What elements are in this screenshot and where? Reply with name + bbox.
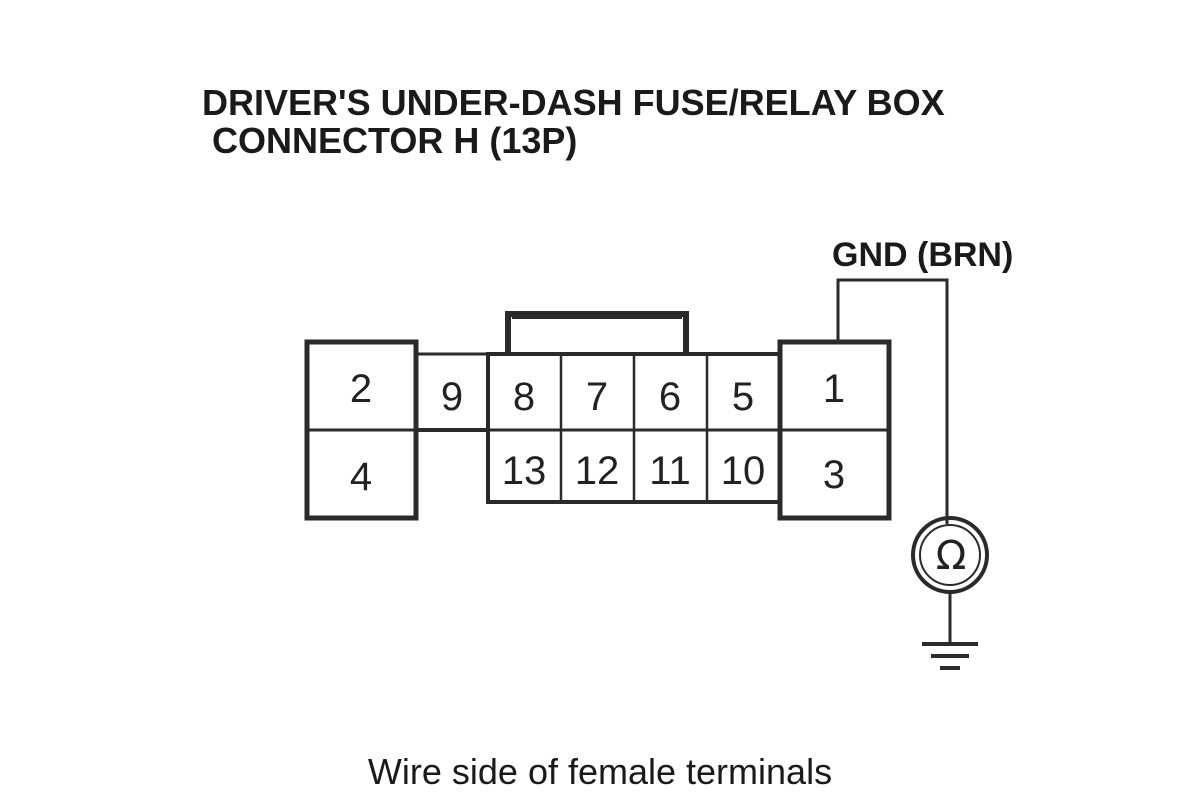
pin-label-7: 7: [586, 375, 608, 419]
diagram-caption: Wire side of female terminals: [367, 751, 833, 792]
title-line-1: DRIVER'S UNDER-DASH FUSE/RELAY BOX: [202, 82, 945, 123]
pin-label-8: 8: [513, 375, 535, 419]
ground-icon: [922, 642, 978, 670]
pin-label-2: 2: [350, 367, 372, 411]
pin-label-13: 13: [502, 449, 547, 493]
connector-lock-tab: [505, 311, 689, 354]
pin-label-10: 10: [721, 449, 766, 493]
pin-label-11: 11: [649, 449, 691, 493]
pin-label-5: 5: [732, 375, 754, 419]
wire-label-gnd: GND (BRN): [832, 236, 1014, 274]
pin-label-1: 1: [823, 367, 845, 411]
pin-label-6: 6: [659, 375, 681, 419]
title-line-2: CONNECTOR H (13P): [212, 120, 578, 161]
pin-label-9: 9: [441, 375, 463, 419]
pin-label-12: 12: [575, 449, 620, 493]
pin-label-3: 3: [823, 453, 845, 497]
diagram-title: DRIVER'S UNDER-DASH FUSE/RELAY BOX CONNE…: [202, 84, 945, 160]
probe-wire: [836, 278, 949, 524]
ohm-symbol: Ω: [936, 533, 967, 579]
pin-label-4: 4: [350, 455, 372, 499]
